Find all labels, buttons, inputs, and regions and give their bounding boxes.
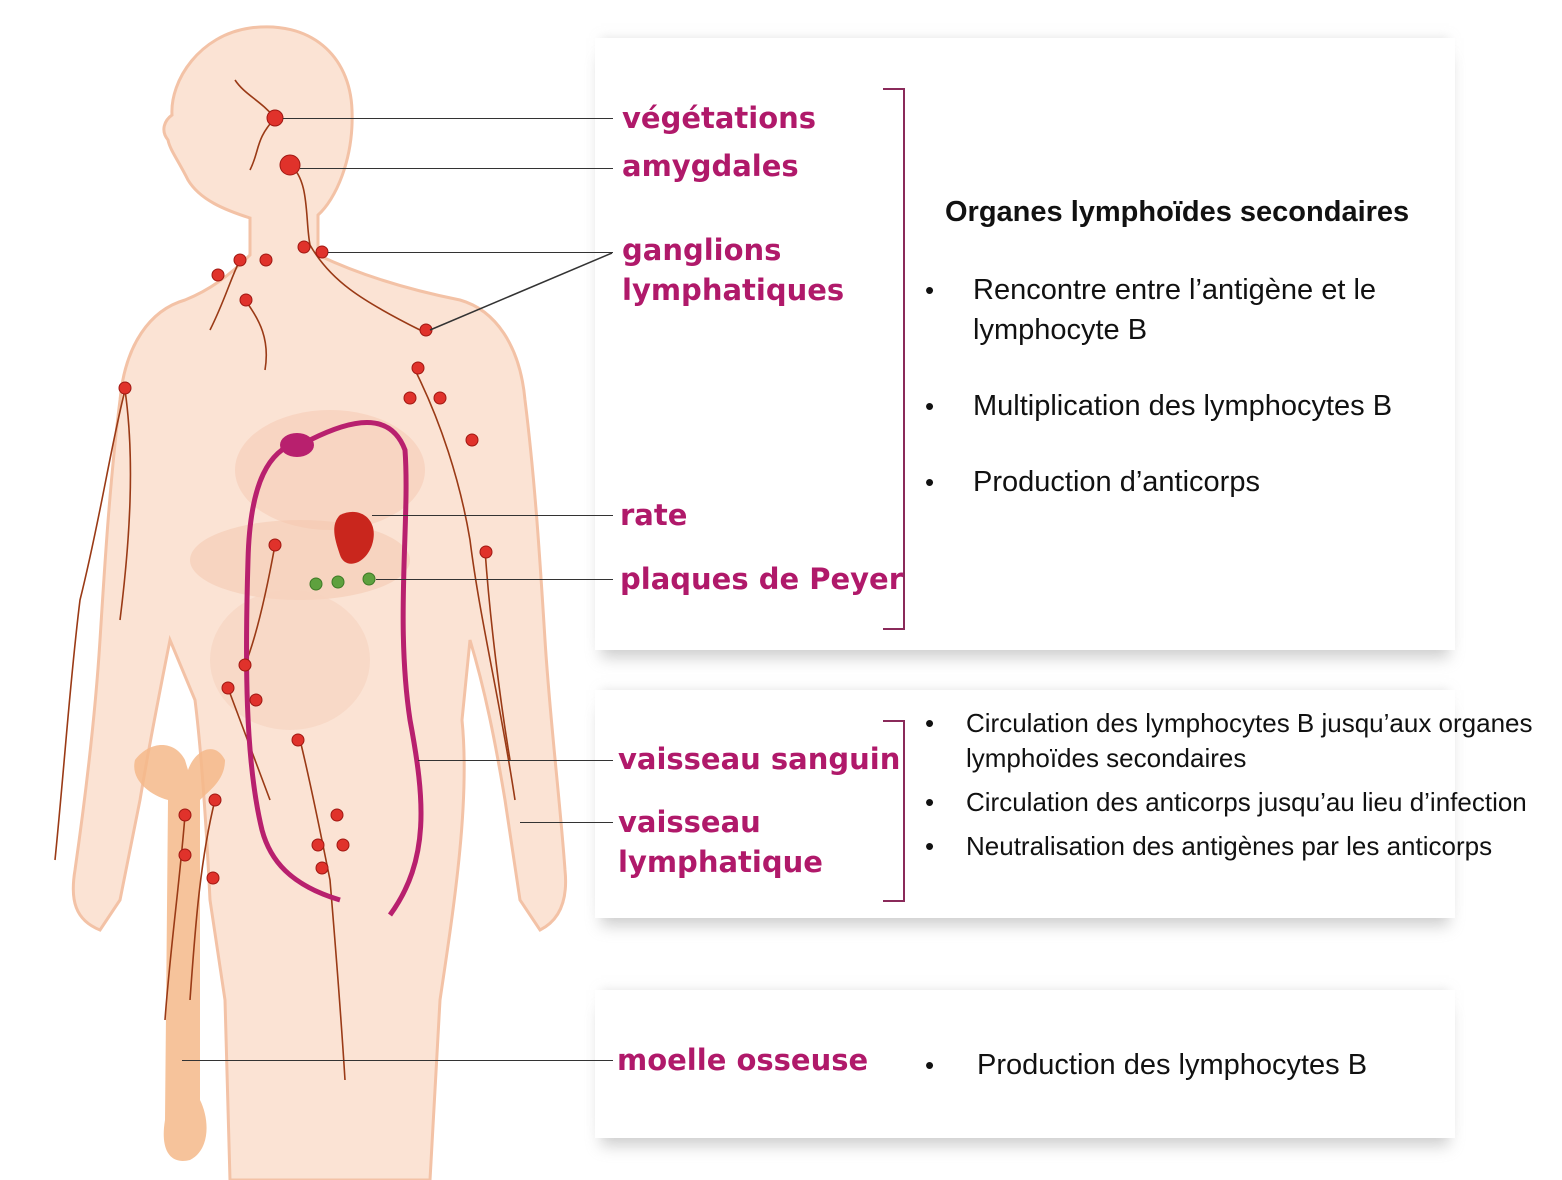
leader-ganglions-shoulder [420,245,620,340]
label-vaisseau: vaisseau [618,802,761,842]
human-body-figure [0,0,600,1180]
leader-rate [372,515,613,516]
leader-amygdales [300,168,613,169]
list-item: Circulation des anticorps jusqu’au lieu … [925,785,1555,820]
leader-plaques [376,579,613,580]
label-lymphatique: lymphatique [618,842,823,882]
body-silhouette [73,27,565,1180]
list-item: Multiplication des lymphocytes B [925,386,1445,426]
leader-vaisseau-lymphatique [520,822,613,823]
leader-moelle [182,1060,613,1061]
label-plaques-de-peyer: plaques de Peyer [620,559,903,599]
list-item: Production des lymphocytes B [925,1045,1445,1085]
list-item: Production d’anticorps [925,462,1445,502]
list-secondary-organs: Rencontre entre l’antigène et le lymphoc… [925,270,1445,538]
label-vaisseau-sanguin: vaisseau sanguin [618,739,900,779]
leader-vegetations [283,118,613,119]
list-item: Circulation des lymphocytes B jusqu’aux … [925,706,1555,776]
node-amygdales [280,155,300,175]
panel-title-organes: Organes lymphoïdes secondaires [945,196,1409,229]
bracket-vessels [883,720,905,902]
node-vegetations [267,110,283,126]
label-moelle-osseuse: moelle osseuse [617,1040,868,1080]
list-bone-marrow: Production des lymphocytes B [925,1045,1445,1085]
label-lymphatiques: lymphatiques [622,270,844,310]
label-ganglions: ganglions [622,230,781,270]
list-item: Rencontre entre l’antigène et le lymphoc… [925,270,1445,350]
leader-vaisseau-sanguin [418,760,613,761]
label-amygdales: amygdales [622,146,799,186]
label-rate: rate [620,495,687,535]
list-vessels: Circulation des lymphocytes B jusqu’aux … [925,706,1555,873]
bracket-secondary-organs [883,88,905,630]
label-vegetations: végétations [622,98,816,138]
list-item: Neutralisation des antigènes par les ant… [925,829,1555,864]
